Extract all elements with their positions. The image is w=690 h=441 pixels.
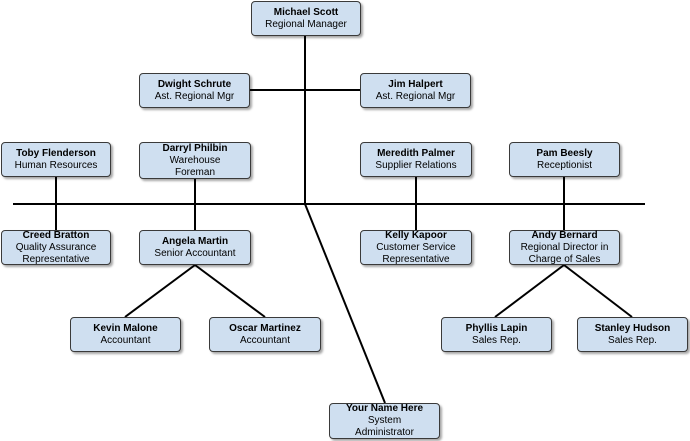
node-name: Jim Halpert bbox=[388, 78, 443, 90]
node-name: Toby Flenderson bbox=[16, 147, 96, 159]
node-name: Oscar Martinez bbox=[229, 322, 301, 334]
node-name: Dwight Schrute bbox=[157, 78, 232, 90]
node-name: Kelly Kapoor bbox=[385, 229, 447, 241]
node-meredith-palmer[interactable]: Meredith Palmer Supplier Relations bbox=[360, 142, 472, 177]
node-pam-beesly[interactable]: Pam Beesly Receptionist bbox=[509, 142, 620, 177]
node-dwight-schrute[interactable]: Dwight Schrute Ast. Regional Mgr bbox=[139, 73, 250, 108]
node-your-name-here[interactable]: Your Name Here System Administrator bbox=[329, 403, 440, 439]
node-title: Supplier Relations bbox=[375, 159, 457, 171]
node-title: Regional Manager bbox=[265, 18, 347, 30]
node-name: Kevin Malone bbox=[93, 322, 158, 334]
node-oscar-martinez[interactable]: Oscar Martinez Accountant bbox=[209, 317, 321, 352]
node-title: Human Resources bbox=[14, 159, 98, 171]
node-toby-flenderson[interactable]: Toby Flenderson Human Resources bbox=[1, 142, 111, 177]
node-title: Sales Rep. bbox=[472, 334, 521, 346]
node-title: Customer Service Representative bbox=[376, 241, 456, 265]
node-title: Accountant bbox=[100, 334, 151, 346]
node-name: Stanley Hudson bbox=[594, 322, 671, 334]
node-michael-scott[interactable]: Michael Scott Regional Manager bbox=[251, 1, 361, 36]
node-kelly-kapoor[interactable]: Kelly Kapoor Customer Service Representa… bbox=[360, 230, 472, 265]
node-name: Michael Scott bbox=[273, 6, 339, 18]
node-stanley-hudson[interactable]: Stanley Hudson Sales Rep. bbox=[577, 317, 688, 352]
node-title: Warehouse Foreman bbox=[169, 154, 221, 178]
connector-andy-stanley bbox=[563, 264, 633, 318]
node-phyllis-lapin[interactable]: Phyllis Lapin Sales Rep. bbox=[441, 317, 552, 352]
node-title: Quality Assurance Representative bbox=[15, 241, 97, 265]
node-name: Creed Bratton bbox=[22, 229, 90, 241]
node-title: Senior Accountant bbox=[154, 247, 236, 259]
node-title: Ast. Regional Mgr bbox=[154, 90, 235, 102]
node-andy-bernard[interactable]: Andy Bernard Regional Director in Charge… bbox=[509, 230, 620, 265]
node-title: Regional Director in Charge of Sales bbox=[520, 241, 609, 265]
node-angela-martin[interactable]: Angela Martin Senior Accountant bbox=[139, 230, 251, 265]
node-name: Your Name Here bbox=[345, 403, 424, 414]
node-creed-bratton[interactable]: Creed Bratton Quality Assurance Represen… bbox=[1, 230, 111, 265]
node-darryl-philbin[interactable]: Darryl Philbin Warehouse Foreman bbox=[139, 142, 251, 179]
connector-angela-oscar bbox=[194, 264, 266, 318]
node-name: Darryl Philbin bbox=[162, 142, 228, 154]
node-name: Meredith Palmer bbox=[377, 147, 455, 159]
node-title: Ast. Regional Mgr bbox=[375, 90, 456, 102]
node-title: Accountant bbox=[239, 334, 291, 346]
connector-you bbox=[304, 203, 386, 404]
node-title: Receptionist bbox=[536, 159, 593, 171]
node-name: Pam Beesly bbox=[536, 147, 593, 159]
node-jim-halpert[interactable]: Jim Halpert Ast. Regional Mgr bbox=[360, 73, 471, 108]
node-name: Andy Bernard bbox=[531, 229, 598, 241]
connector-angela-kevin bbox=[124, 264, 196, 318]
node-title: System Administrator bbox=[355, 415, 414, 438]
node-name: Phyllis Lapin bbox=[465, 322, 528, 334]
node-title: Sales Rep. bbox=[608, 334, 657, 346]
node-name: Angela Martin bbox=[161, 235, 229, 247]
connector-andy-phyllis bbox=[494, 264, 565, 318]
node-kevin-malone[interactable]: Kevin Malone Accountant bbox=[70, 317, 181, 352]
